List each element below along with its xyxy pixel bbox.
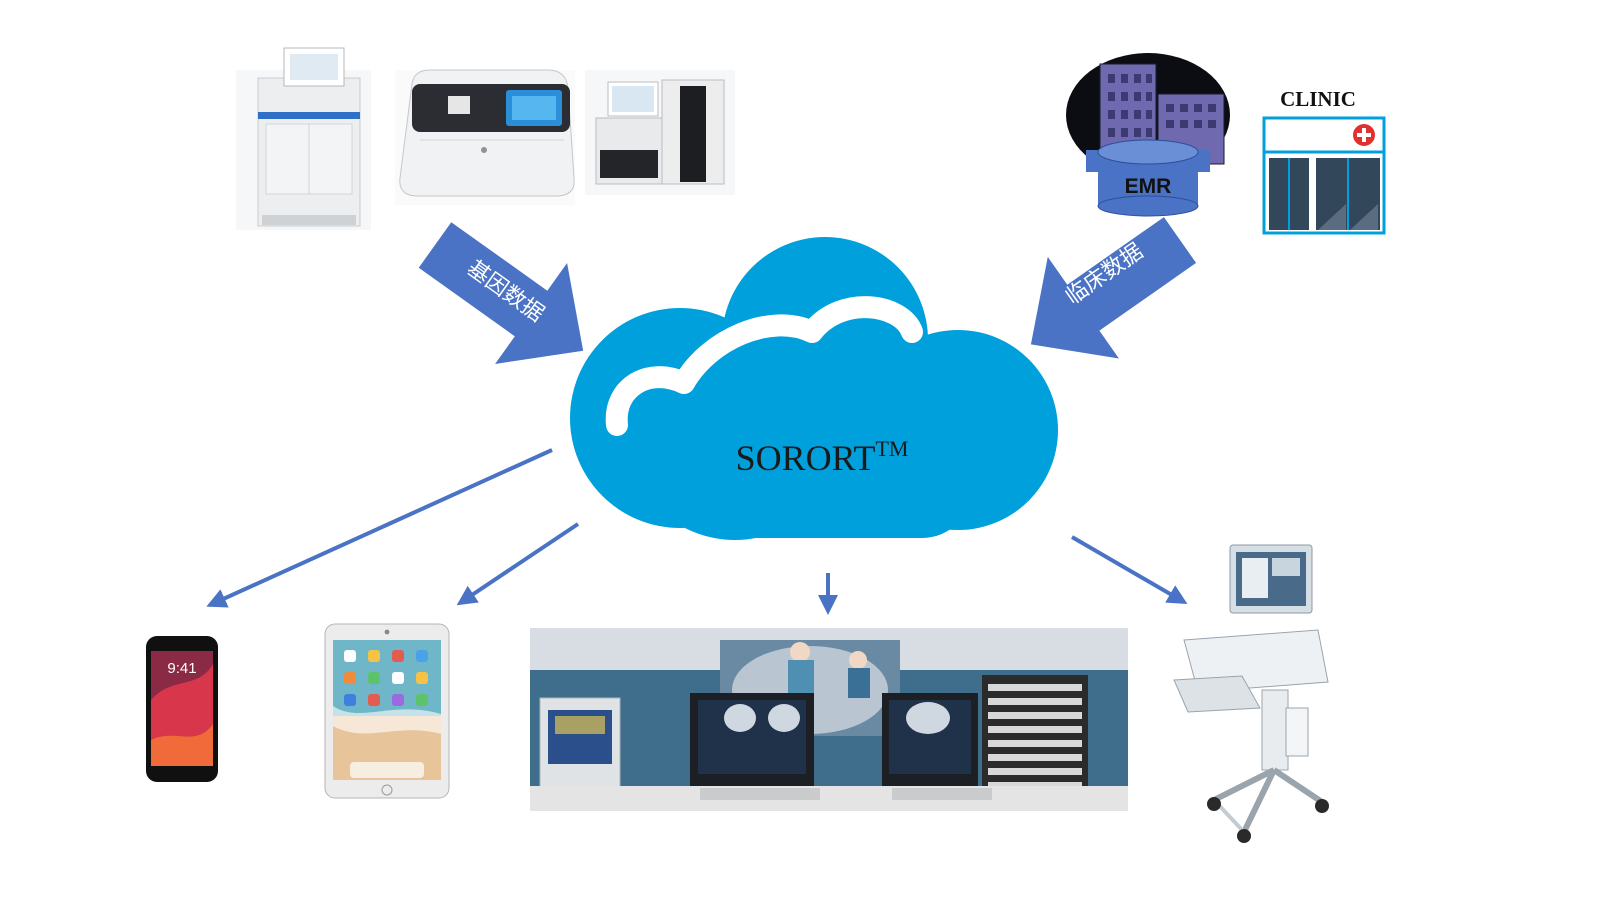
cloud-title-text: SORORT <box>736 438 876 478</box>
cloud-title: SORORTTM <box>736 436 909 478</box>
sorort-cloud: SORORTTM <box>570 237 1058 540</box>
imaging-control-room-image <box>530 628 1128 811</box>
emr-label: EMR <box>1125 175 1172 198</box>
trademark-superscript: TM <box>875 436 908 461</box>
sequencer-benchtop-image <box>395 69 575 205</box>
smartphone-image: 9:41 <box>146 636 218 782</box>
sequencer-tower-image <box>236 47 371 230</box>
arrow-to-phone <box>206 448 553 608</box>
tablet-app-grid <box>344 650 428 778</box>
arrow-to-workstation-cart <box>1070 535 1188 605</box>
output-arrows <box>206 448 1188 615</box>
hospital-emr-icon: EMR <box>1066 53 1230 217</box>
arrow-to-tablet <box>456 522 580 606</box>
clinic-icon: CLINIC <box>1262 87 1386 235</box>
tablet-image <box>324 623 450 799</box>
sequencer-station-image <box>585 70 735 195</box>
phone-clock: 9:41 <box>167 660 196 677</box>
medical-workstation-cart-image <box>1173 544 1329 843</box>
clinic-label: CLINIC <box>1280 87 1356 111</box>
